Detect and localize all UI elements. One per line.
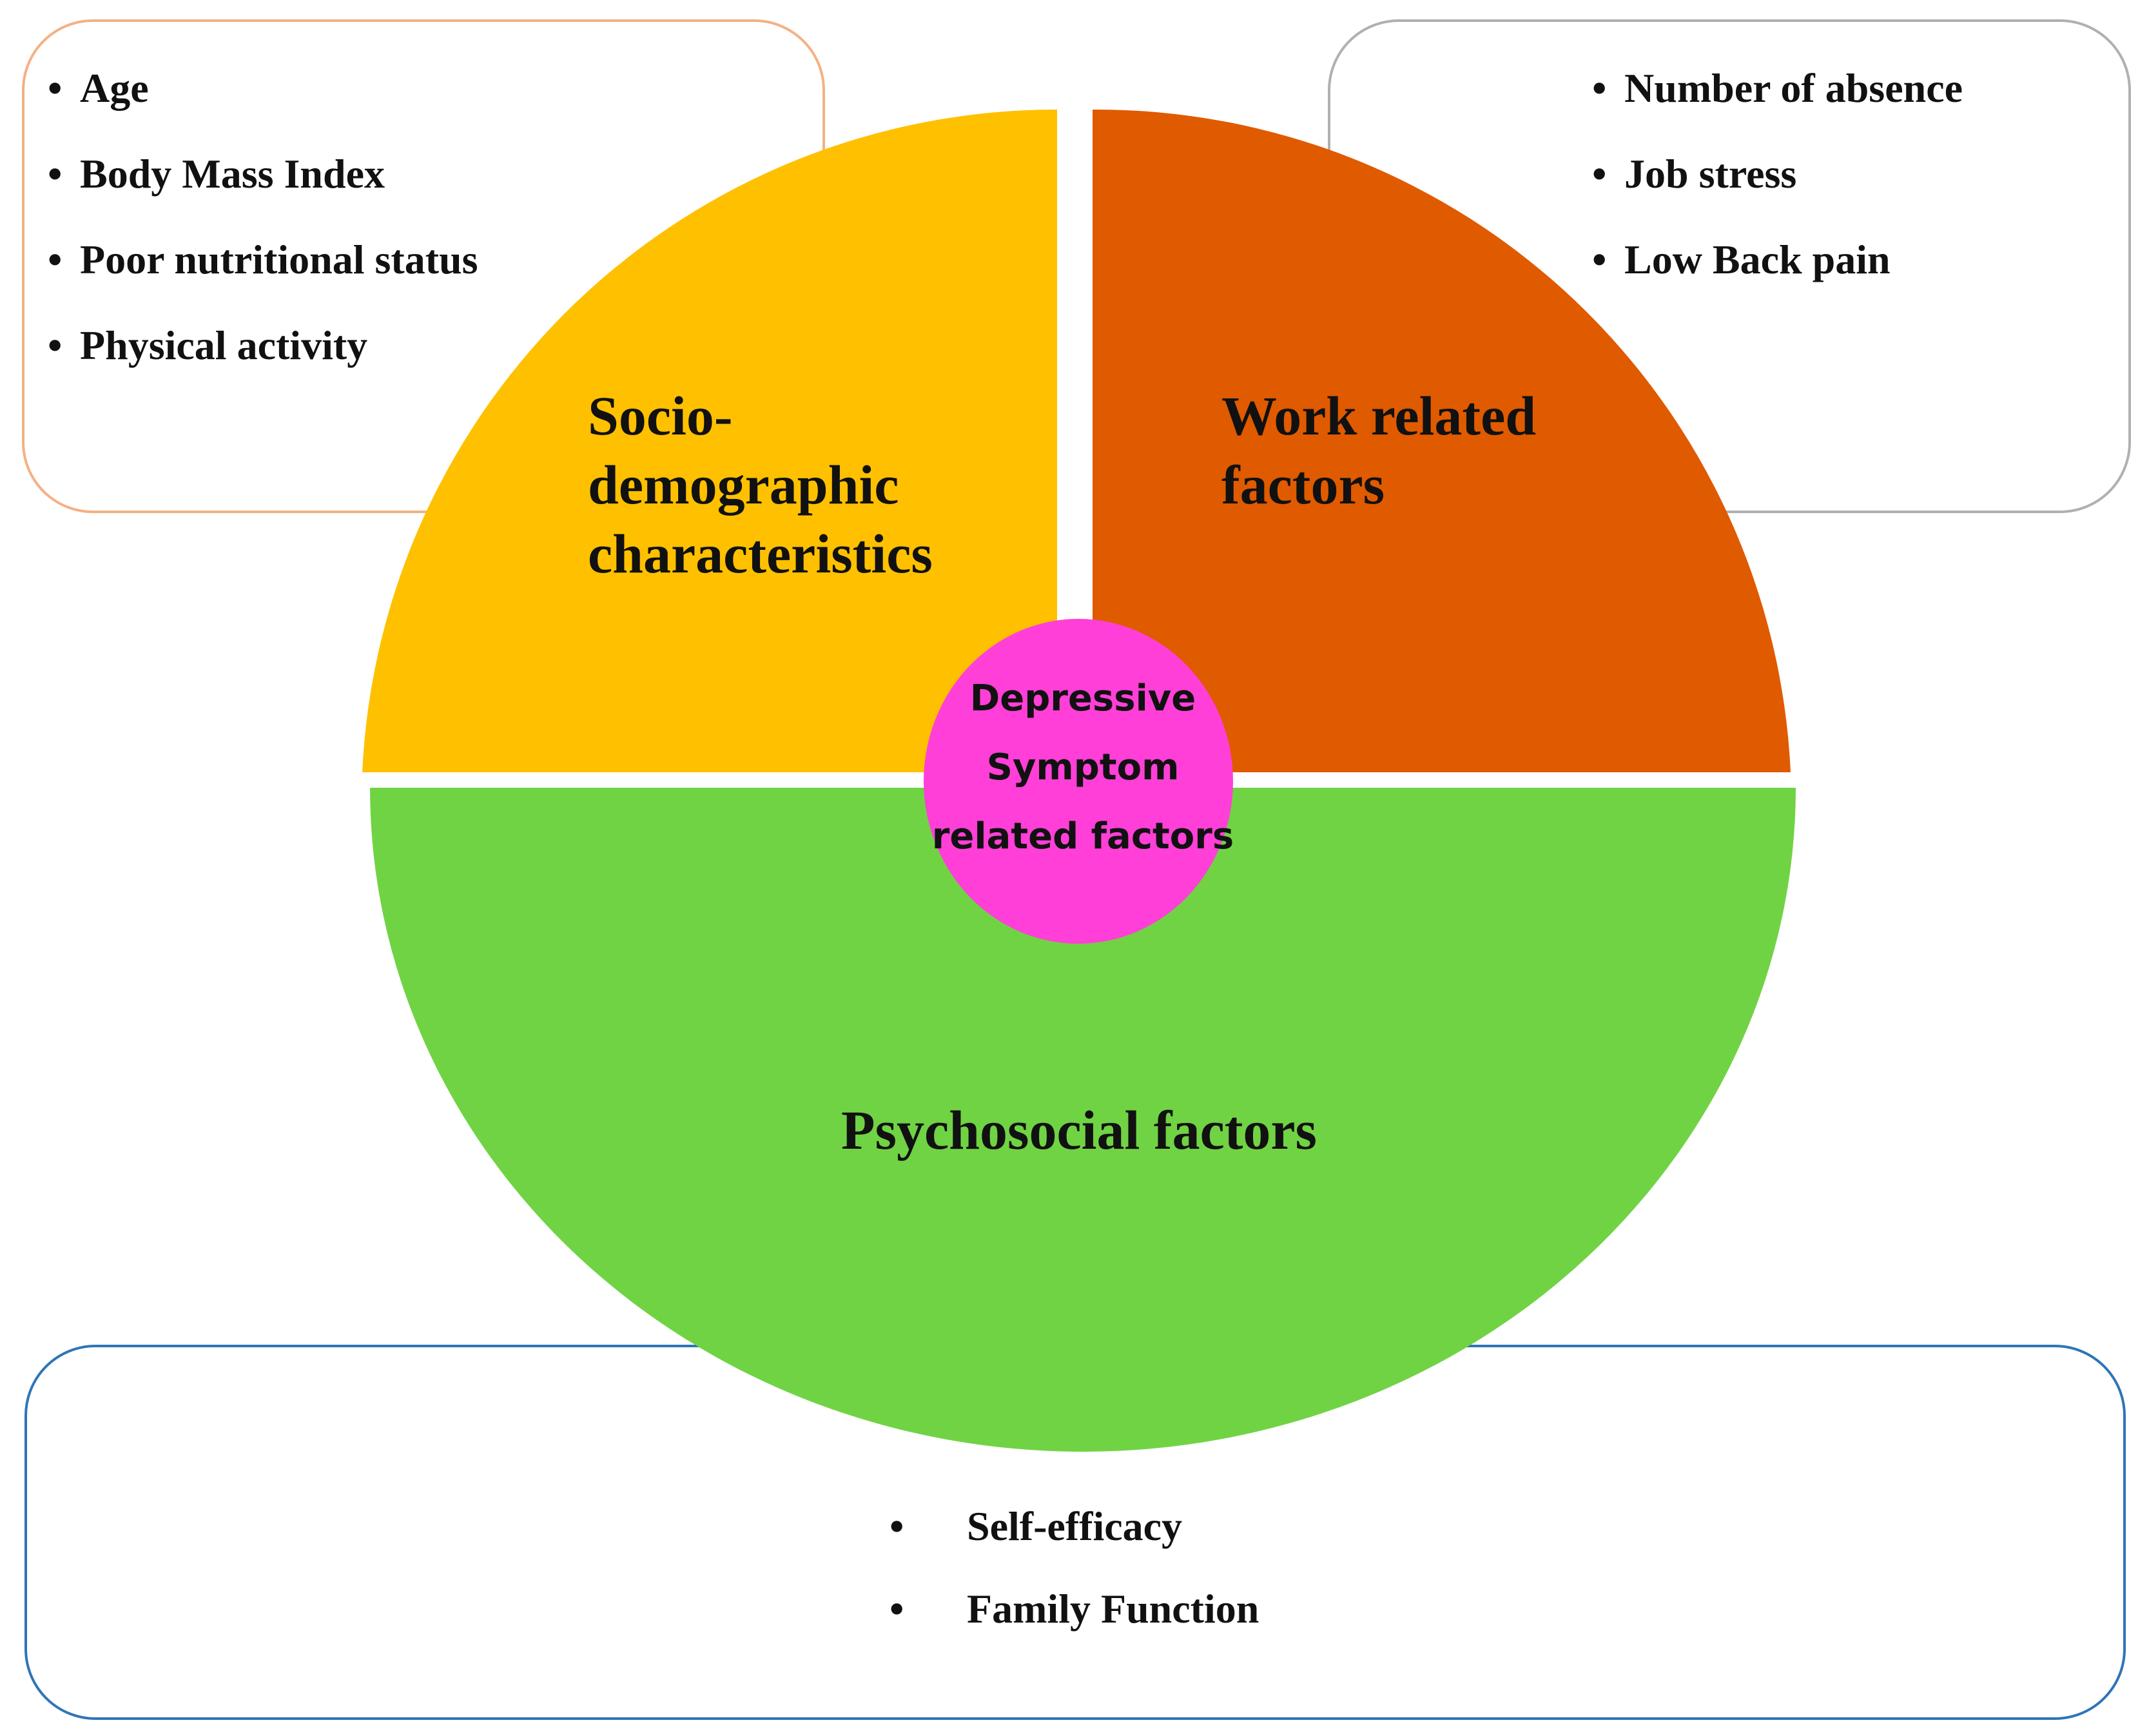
- bullet-icon: •: [48, 237, 63, 282]
- psychosocial-list: •Self-efficacy •Family Function: [890, 1499, 1259, 1664]
- list-item: •Physical activity: [48, 318, 478, 404]
- list-item: •Body Mass Index: [48, 146, 478, 232]
- list-item: •Low Back pain: [1592, 232, 1963, 318]
- bullet-icon: •: [48, 151, 63, 197]
- psychosocial-label: Psychosocial factors: [841, 1099, 1318, 1161]
- list-item: •Age: [48, 61, 478, 146]
- psychosocial-segment: [370, 788, 1796, 1452]
- bullet-icon: •: [1592, 65, 1607, 111]
- bullet-icon: •: [1592, 237, 1607, 282]
- bullet-icon: •: [890, 1503, 904, 1549]
- work-factors-segment: [1093, 109, 1791, 772]
- bullet-icon: •: [48, 322, 63, 368]
- list-item: •Poor nutritional status: [48, 232, 478, 318]
- bullet-icon: •: [1592, 151, 1607, 197]
- work-factors-label: Work related factors: [1221, 385, 1537, 516]
- center-circle: [924, 619, 1233, 944]
- list-item: •Self-efficacy: [890, 1499, 1259, 1581]
- bullet-icon: •: [890, 1586, 904, 1632]
- sociodemographic-label: Socio- demographic characteristics: [588, 385, 933, 585]
- list-item: •Job stress: [1592, 146, 1963, 232]
- list-item: •Number of absence: [1592, 61, 1963, 146]
- sociodemographic-segment: [362, 109, 1057, 773]
- work-factors-list: •Number of absence •Job stress •Low Back…: [1592, 61, 1963, 318]
- center-label: Depressive Symptom related factors: [931, 678, 1234, 857]
- list-item: •Family Function: [890, 1581, 1259, 1664]
- bullet-icon: •: [48, 65, 63, 111]
- sociodemographic-list: •Age •Body Mass Index •Poor nutritional …: [48, 61, 478, 404]
